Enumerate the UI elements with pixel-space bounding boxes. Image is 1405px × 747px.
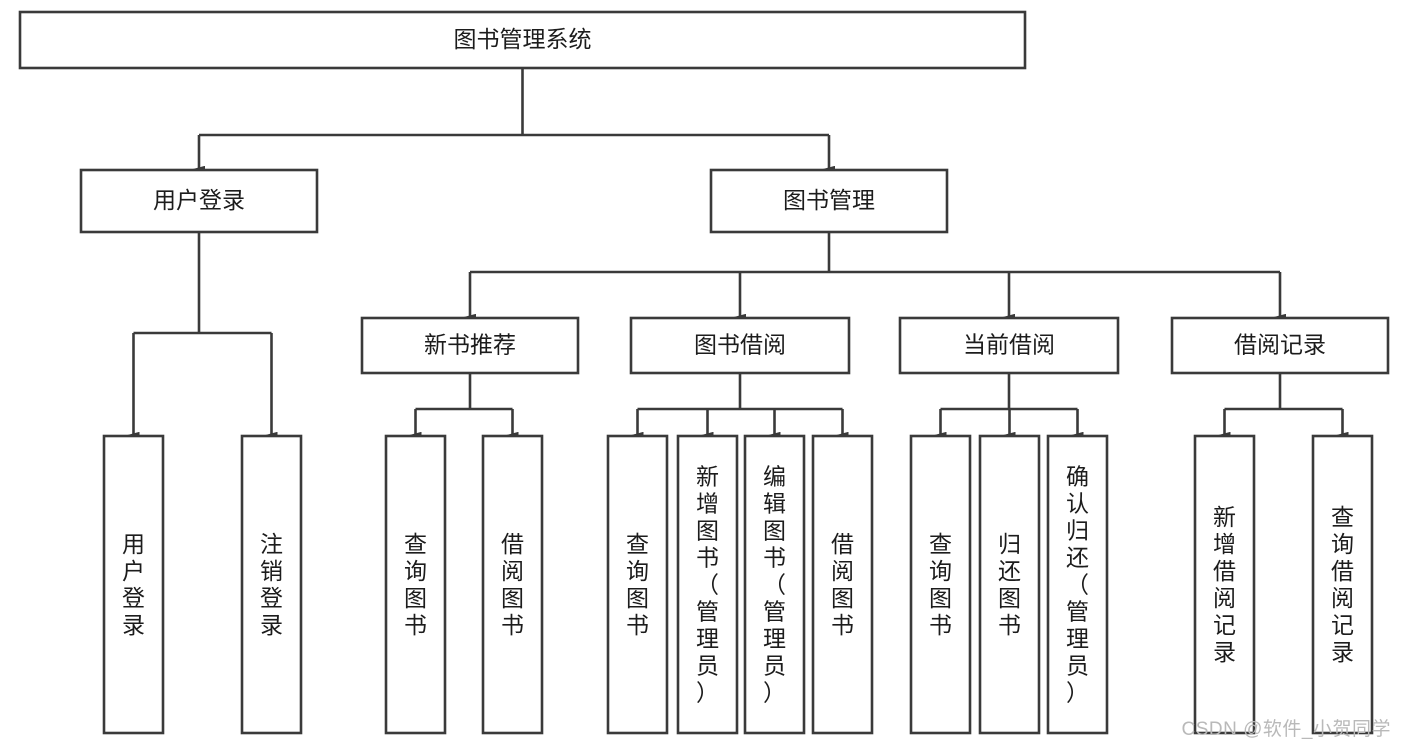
node-book-borrow[interactable]: 图书借阅 bbox=[629, 316, 851, 375]
node-label-leaf-logout: 注销登录 bbox=[260, 531, 283, 638]
node-box-leaf-borrow-book-recommend[interactable] bbox=[481, 434, 544, 735]
node-leaf-add-book-admin[interactable]: 新增图书（管理员） bbox=[676, 434, 739, 735]
node-box-leaf-query-borrow-record[interactable] bbox=[1311, 434, 1374, 735]
connector-layer bbox=[127, 68, 1349, 439]
node-label-leaf-query-book-borrow: 查询图书 bbox=[626, 531, 649, 638]
node-leaf-query-book-current[interactable]: 查询图书 bbox=[909, 434, 972, 735]
node-box-leaf-query-book-borrow[interactable] bbox=[606, 434, 669, 735]
node-leaf-user-login[interactable]: 用户登录 bbox=[102, 434, 165, 735]
node-label-leaf-confirm-return-admin: 确认归还（管理员） bbox=[1066, 464, 1089, 706]
node-leaf-query-borrow-record[interactable]: 查询借阅记录 bbox=[1311, 434, 1374, 735]
node-box-current-borrow[interactable] bbox=[898, 316, 1120, 375]
node-borrow-records[interactable]: 借阅记录 bbox=[1170, 316, 1390, 375]
node-leaf-borrow-book[interactable]: 借阅图书 bbox=[811, 434, 874, 735]
node-box-user-login[interactable] bbox=[79, 168, 319, 234]
node-box-leaf-query-book-recommend[interactable] bbox=[384, 434, 447, 735]
node-label-leaf-return-book: 归还图书 bbox=[998, 531, 1021, 638]
node-root[interactable]: 图书管理系统 bbox=[18, 10, 1027, 70]
node-new-book-recommend[interactable]: 新书推荐 bbox=[360, 316, 580, 375]
node-leaf-borrow-book-recommend[interactable]: 借阅图书 bbox=[481, 434, 544, 735]
node-leaf-query-book-borrow[interactable]: 查询图书 bbox=[606, 434, 669, 735]
node-label-leaf-user-login: 用户登录 bbox=[122, 531, 145, 638]
node-layer: 图书管理系统用户登录图书管理新书推荐图书借阅当前借阅借阅记录用户登录注销登录查询… bbox=[18, 10, 1390, 735]
node-box-leaf-confirm-return-admin[interactable] bbox=[1046, 434, 1109, 735]
node-box-leaf-query-book-current[interactable] bbox=[909, 434, 972, 735]
node-box-leaf-add-borrow-record[interactable] bbox=[1193, 434, 1256, 735]
node-box-leaf-add-book-admin[interactable] bbox=[676, 434, 739, 735]
node-box-leaf-borrow-book[interactable] bbox=[811, 434, 874, 735]
node-label-leaf-query-book-recommend: 查询图书 bbox=[404, 531, 427, 638]
node-label-leaf-add-book-admin: 新增图书（管理员） bbox=[696, 464, 719, 706]
node-label-leaf-borrow-book: 借阅图书 bbox=[831, 531, 854, 638]
connector-new-book-recommend-to-leaves bbox=[409, 373, 519, 439]
node-box-leaf-return-book[interactable] bbox=[978, 434, 1041, 735]
node-box-borrow-records[interactable] bbox=[1170, 316, 1390, 375]
node-label-leaf-borrow-book-recommend: 借阅图书 bbox=[501, 531, 524, 638]
node-leaf-add-borrow-record[interactable]: 新增借阅记录 bbox=[1193, 434, 1256, 735]
connector-user-login-to-leaves bbox=[127, 232, 278, 439]
connector-root-to-level1 bbox=[193, 68, 835, 173]
node-leaf-confirm-return-admin[interactable]: 确认归还（管理员） bbox=[1046, 434, 1109, 735]
node-label-root: 图书管理系统 bbox=[454, 26, 592, 52]
node-leaf-edit-book-admin[interactable]: 编辑图书（管理员） bbox=[743, 434, 806, 735]
node-label-new-book-recommend: 新书推荐 bbox=[424, 332, 516, 358]
node-box-leaf-edit-book-admin[interactable] bbox=[743, 434, 806, 735]
connector-book-management-to-level2 bbox=[464, 232, 1286, 321]
node-box-leaf-user-login[interactable] bbox=[102, 434, 165, 735]
node-box-book-management[interactable] bbox=[709, 168, 949, 234]
node-book-management[interactable]: 图书管理 bbox=[709, 168, 949, 234]
node-label-current-borrow: 当前借阅 bbox=[963, 332, 1055, 358]
node-box-book-borrow[interactable] bbox=[629, 316, 851, 375]
connector-borrow-records-to-leaves bbox=[1218, 373, 1349, 439]
node-leaf-query-book-recommend[interactable]: 查询图书 bbox=[384, 434, 447, 735]
node-label-leaf-query-borrow-record: 查询借阅记录 bbox=[1331, 504, 1354, 665]
node-label-leaf-add-borrow-record: 新增借阅记录 bbox=[1213, 504, 1236, 665]
node-box-leaf-logout[interactable] bbox=[240, 434, 303, 735]
node-label-user-login: 用户登录 bbox=[153, 187, 245, 213]
node-box-root[interactable] bbox=[18, 10, 1027, 70]
connector-current-borrow-to-leaves bbox=[934, 373, 1084, 439]
node-label-leaf-query-book-current: 查询图书 bbox=[929, 531, 952, 638]
node-leaf-logout[interactable]: 注销登录 bbox=[240, 434, 303, 735]
node-label-book-borrow: 图书借阅 bbox=[694, 332, 786, 358]
node-box-new-book-recommend[interactable] bbox=[360, 316, 580, 375]
node-label-leaf-edit-book-admin: 编辑图书（管理员） bbox=[763, 464, 786, 706]
node-leaf-return-book[interactable]: 归还图书 bbox=[978, 434, 1041, 735]
connector-book-borrow-to-leaves bbox=[631, 373, 849, 439]
node-user-login[interactable]: 用户登录 bbox=[79, 168, 319, 234]
node-label-book-management: 图书管理 bbox=[783, 187, 875, 213]
node-current-borrow[interactable]: 当前借阅 bbox=[898, 316, 1120, 375]
node-label-borrow-records: 借阅记录 bbox=[1234, 332, 1326, 358]
